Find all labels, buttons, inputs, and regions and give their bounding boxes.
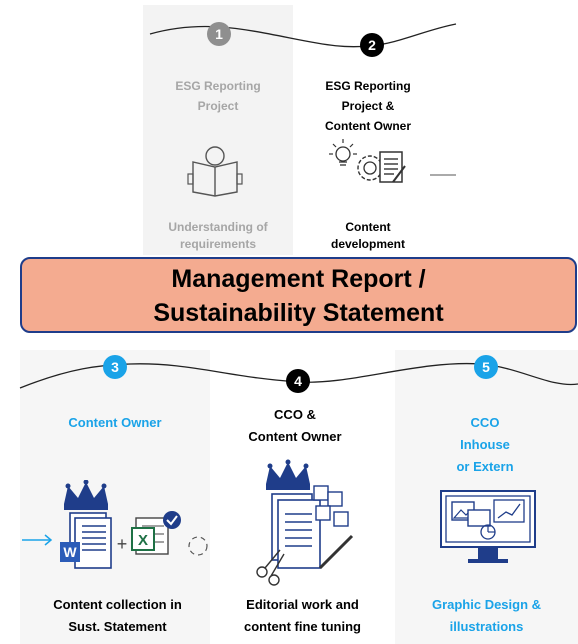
step2-number-badge: 2 bbox=[360, 33, 384, 57]
step2-title: ESG Reporting Project & Content Owner bbox=[293, 76, 443, 136]
banner-line1: Management Report / bbox=[171, 265, 426, 293]
svg-text:+: + bbox=[117, 534, 128, 554]
step5-desc-line1: Graphic Design & bbox=[431, 597, 542, 612]
step1-title: ESG Reporting Project bbox=[143, 76, 293, 116]
step1-number-badge: 1 bbox=[207, 22, 231, 46]
banner-line2: Sustainability Statement bbox=[153, 299, 444, 327]
open-book-reader-icon bbox=[187, 146, 243, 197]
monitor-graphics-icon bbox=[440, 490, 536, 563]
step5-desc-line2: illustrations bbox=[449, 619, 524, 634]
step4-number-badge: 4 bbox=[286, 369, 310, 393]
step5-title-line3: or Extern bbox=[456, 459, 514, 474]
step3-title: Content Owner bbox=[68, 415, 162, 430]
step1-title-line1: ESG Reporting bbox=[175, 79, 261, 93]
step4-desc-line1: Editorial work and bbox=[246, 597, 359, 612]
step2-description: Content development bbox=[293, 219, 443, 253]
step2-title-line3: Content Owner bbox=[325, 119, 411, 133]
step4-title: CCO & Content Owner bbox=[210, 404, 380, 448]
step3-number-badge: 3 bbox=[103, 355, 127, 379]
crown-documents-scissors-icon bbox=[256, 459, 354, 586]
step5-description: Graphic Design & illustrations bbox=[395, 594, 578, 638]
step3-description: Content collection in Sust. Statement bbox=[25, 594, 210, 638]
step1-title-line2: Project bbox=[197, 99, 239, 113]
step1-description: Understanding of requirements bbox=[143, 219, 293, 253]
step4-desc-line2: content fine tuning bbox=[244, 619, 361, 634]
step2-title-line1: ESG Reporting bbox=[325, 79, 411, 93]
crown-documents-word-excel-icon: W + X bbox=[22, 480, 208, 569]
step3-panel bbox=[20, 350, 210, 644]
step1-panel bbox=[143, 5, 293, 255]
step3-desc-line2: Sust. Statement bbox=[68, 619, 167, 634]
step1-desc-line1: Understanding of bbox=[168, 220, 268, 234]
step5-title-line1: CCO bbox=[470, 415, 500, 430]
step2-title-line2: Project & bbox=[341, 99, 395, 113]
step5-number-badge: 5 bbox=[474, 355, 498, 379]
step4-description: Editorial work and content fine tuning bbox=[210, 594, 395, 638]
step5-title-line2: Inhouse bbox=[460, 437, 510, 452]
lightbulb-gear-document-icon bbox=[329, 139, 406, 183]
management-report-banner: Management Report / Sustainability State… bbox=[20, 257, 577, 333]
step2-desc-line2: development bbox=[330, 237, 405, 251]
step4-title-line2: Content Owner bbox=[248, 429, 342, 444]
svg-text:W: W bbox=[63, 544, 77, 560]
svg-text:X: X bbox=[138, 532, 148, 549]
step4-title-line1: CCO & bbox=[274, 407, 316, 422]
step3-desc-line1: Content collection in bbox=[53, 597, 182, 612]
step5-title: CCO Inhouse or Extern bbox=[400, 412, 570, 478]
step2-desc-line1: Content bbox=[345, 220, 391, 234]
step1-desc-line2: requirements bbox=[179, 237, 257, 251]
